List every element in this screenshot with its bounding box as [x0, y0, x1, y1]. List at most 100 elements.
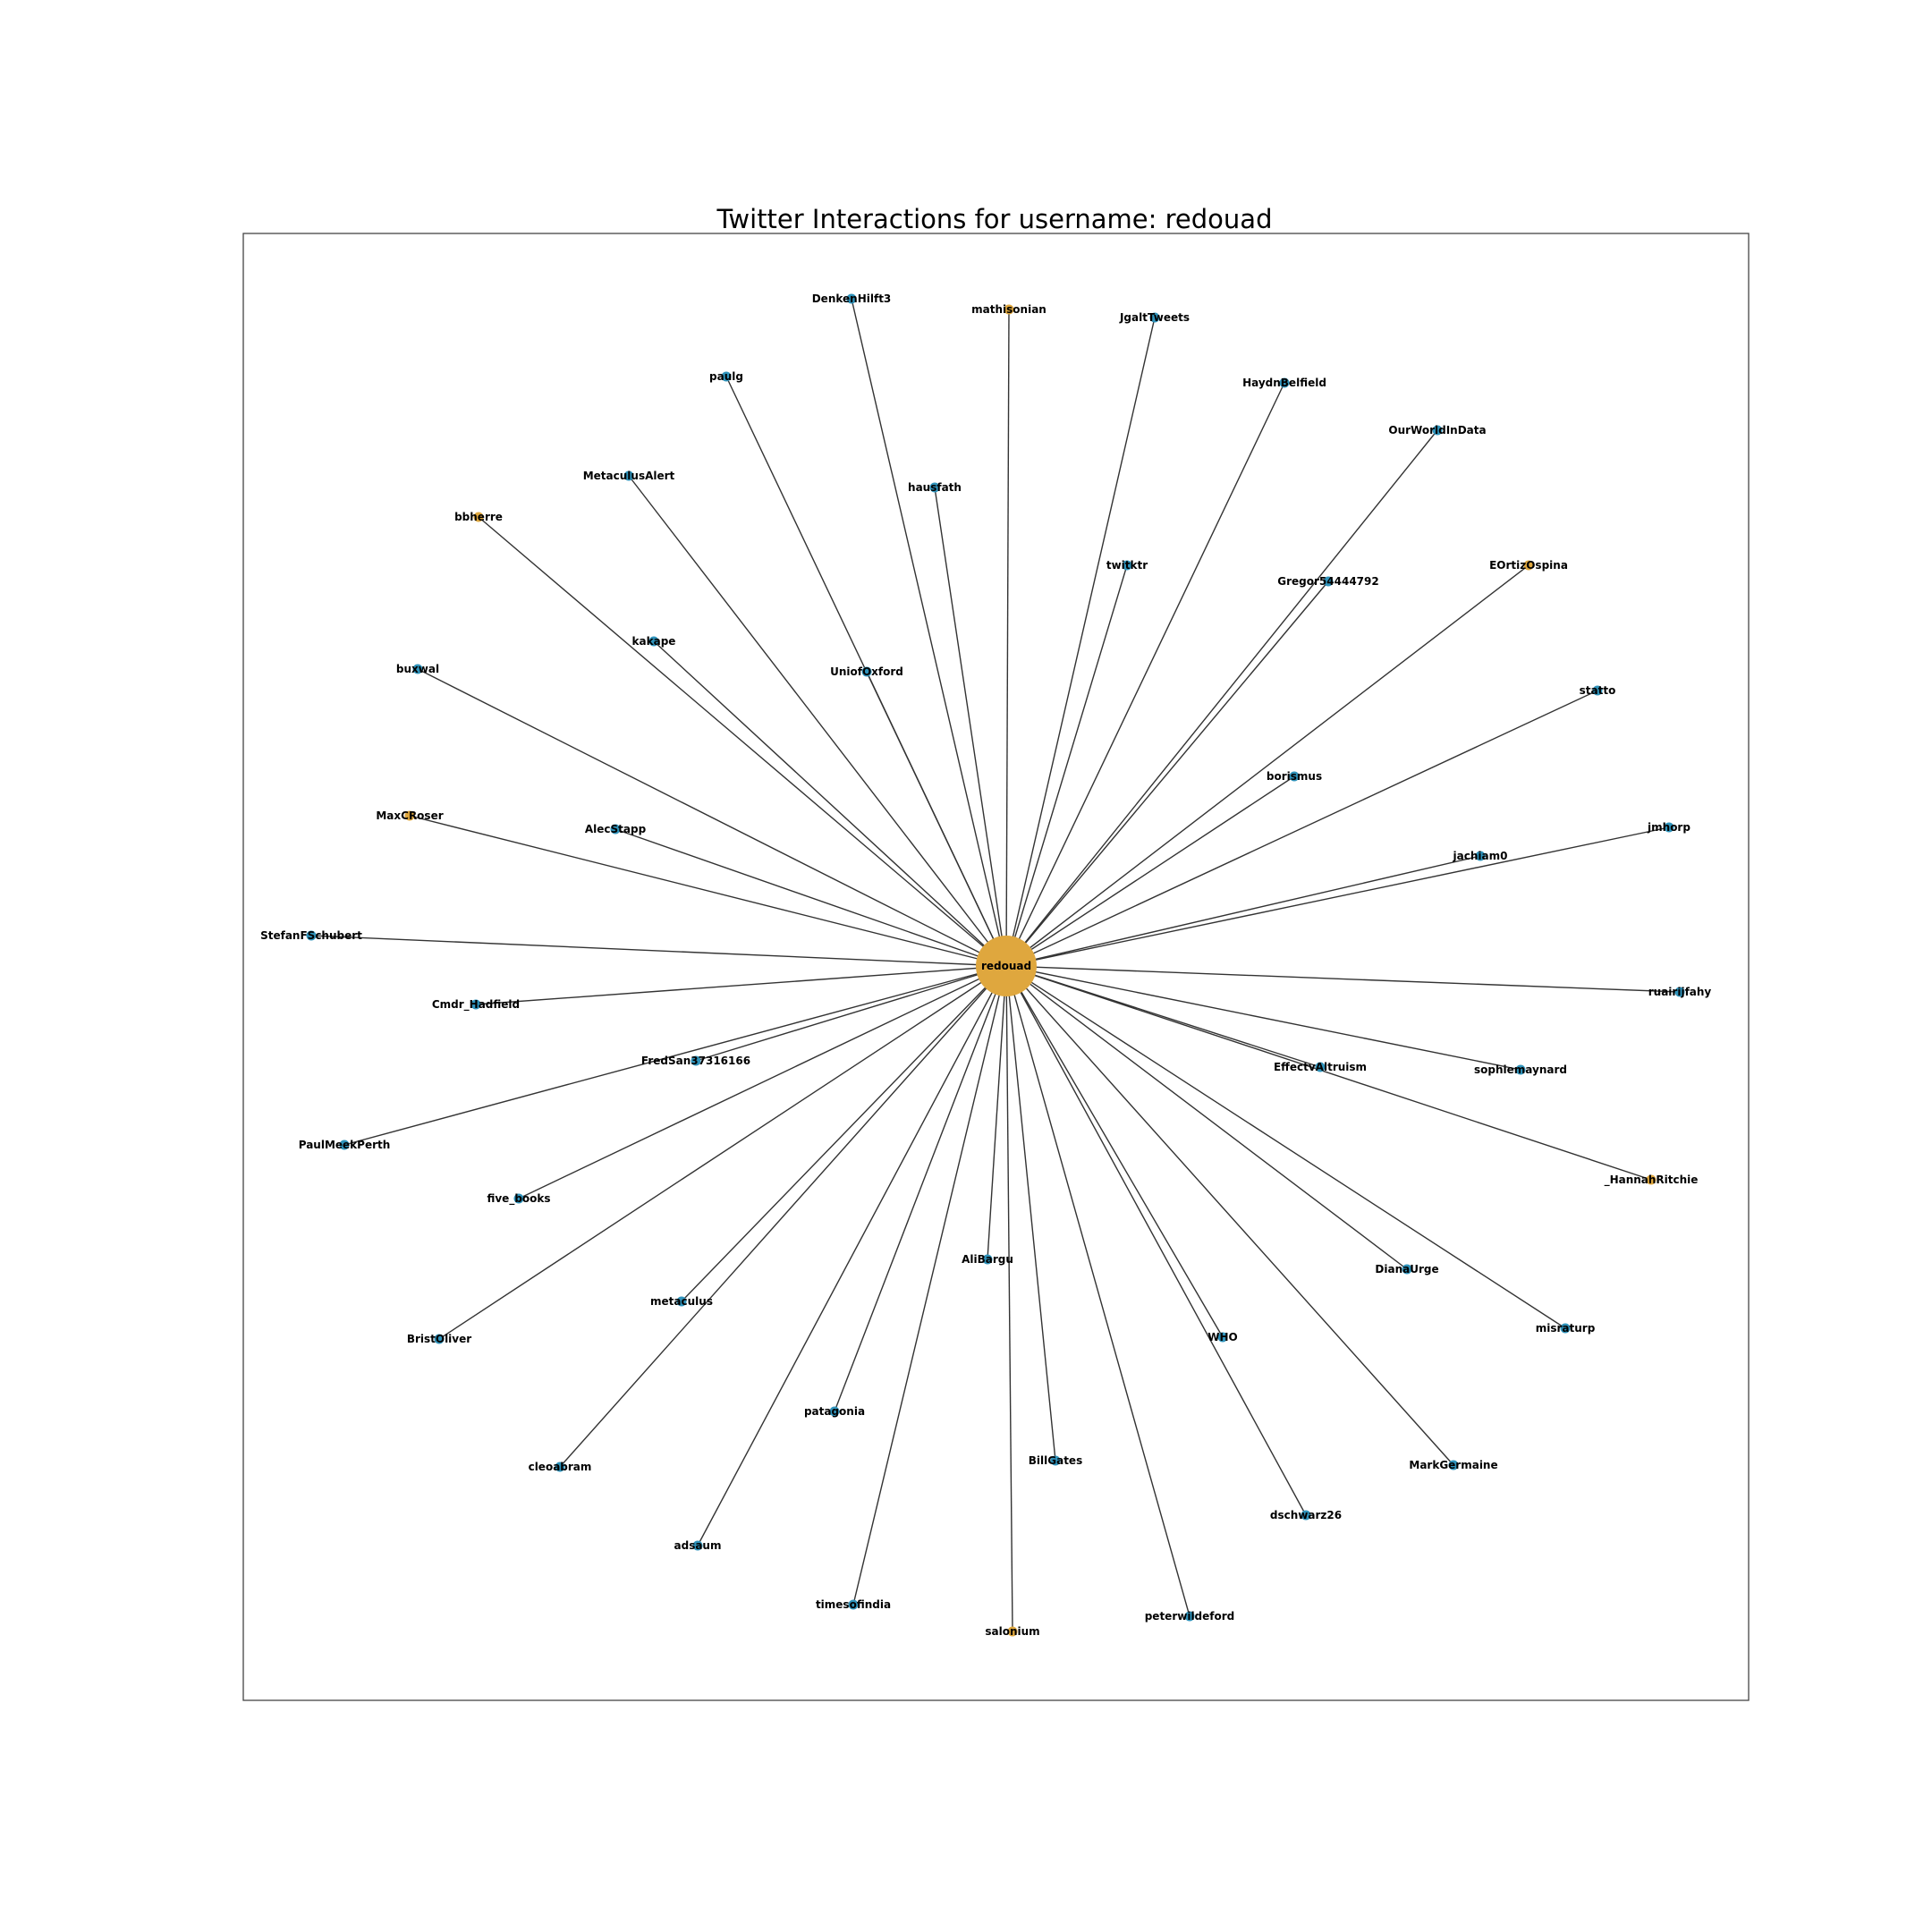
- node-label-misraturp: misraturp: [1536, 1322, 1596, 1335]
- node-bristoliver[interactable]: BristOliver: [407, 1333, 471, 1345]
- node-ourworldindata[interactable]: OurWorldInData: [1388, 424, 1486, 436]
- node-dot-misraturp[interactable]: [1560, 1323, 1571, 1334]
- node-label-hausfath: hausfath: [908, 481, 962, 494]
- node-dot-twitktr[interactable]: [1122, 560, 1132, 571]
- node-dot-jmhorp[interactable]: [1664, 822, 1674, 833]
- node-dot-jachiam0[interactable]: [1475, 851, 1486, 861]
- node-mathisonian[interactable]: mathisonian: [971, 303, 1046, 316]
- node-dot-denkenhilft3[interactable]: [846, 293, 857, 304]
- node-gregor54444792[interactable]: Gregor54444792: [1277, 575, 1378, 588]
- node-dot-ruairijfahy[interactable]: [1674, 987, 1685, 997]
- node-stefanfschubert[interactable]: StefanFSchubert: [260, 929, 362, 942]
- node-dot-uniofoxford[interactable]: [861, 666, 872, 677]
- node-effectvaltruism[interactable]: EffectvAltruism: [1274, 1061, 1367, 1073]
- node-dot-who[interactable]: [1217, 1332, 1228, 1343]
- node-metaculus[interactable]: metaculus: [650, 1295, 713, 1308]
- node-dot-gregor54444792[interactable]: [1323, 576, 1334, 587]
- node-dot-alecstapp[interactable]: [610, 824, 621, 835]
- node-label-ruairijfahy: ruairijfahy: [1648, 986, 1712, 998]
- node-patagonia[interactable]: patagonia: [804, 1405, 865, 1418]
- node-sophiemaynard[interactable]: sophiemaynard: [1474, 1063, 1567, 1076]
- node-dot-jgalttweets[interactable]: [1149, 312, 1160, 323]
- node-dot-mathisonian[interactable]: [1004, 304, 1014, 315]
- node-dot-stefanfschubert[interactable]: [306, 930, 317, 941]
- node-peterwildeford[interactable]: peterwildeford: [1145, 1610, 1235, 1623]
- node-dot-bristoliver[interactable]: [434, 1334, 445, 1344]
- node-jgalttweets[interactable]: JgaltTweets: [1119, 311, 1190, 324]
- node-alecstapp[interactable]: AlecStapp: [585, 823, 647, 835]
- node-metaculusalert[interactable]: MetaculusAlert: [583, 470, 675, 482]
- node-billgates[interactable]: BillGates: [1029, 1454, 1082, 1467]
- node-dot-sophiemaynard[interactable]: [1515, 1064, 1526, 1075]
- node-twitktr[interactable]: twitktr: [1106, 559, 1148, 572]
- node-dot-eortizospina[interactable]: [1523, 560, 1534, 571]
- node-jmhorp[interactable]: jmhorp: [1647, 821, 1690, 834]
- node-dot-peterwildeford[interactable]: [1184, 1611, 1195, 1622]
- edge-cmdr-hadfield: [475, 965, 1007, 1005]
- node-dot-adsaum[interactable]: [692, 1540, 703, 1551]
- node-who[interactable]: WHO: [1208, 1331, 1237, 1343]
- node-dot-dschwarz26[interactable]: [1301, 1510, 1311, 1521]
- node-dot-timesofindia[interactable]: [848, 1599, 859, 1610]
- node-cmdr-hadfield[interactable]: Cmdr_Hadfield: [432, 998, 520, 1012]
- node-statto[interactable]: statto: [1580, 684, 1616, 697]
- center-node[interactable]: redouad: [976, 936, 1037, 996]
- node-kakape[interactable]: kakape: [632, 635, 676, 648]
- node-dot-borismus[interactable]: [1289, 771, 1300, 782]
- node-dot-paulmeekperth[interactable]: [339, 1140, 350, 1150]
- node-dot-buxwal[interactable]: [412, 664, 423, 674]
- node-dot-ourworldindata[interactable]: [1432, 425, 1443, 436]
- node-maxcroser[interactable]: MaxCRoser: [376, 809, 443, 822]
- node-denkenhilft3[interactable]: DenkenHilft3: [812, 292, 892, 305]
- node-dianaurge[interactable]: DianaUrge: [1375, 1263, 1438, 1275]
- node-dot-fredsan37316166[interactable]: [691, 1055, 701, 1066]
- node-dot-markgermaine[interactable]: [1448, 1460, 1459, 1470]
- node-bbherre[interactable]: bbherre: [454, 511, 503, 523]
- node-dot-hannahritchie[interactable]: [1646, 1174, 1657, 1185]
- node-fredsan37316166[interactable]: FredSan37316166: [641, 1055, 750, 1067]
- node-timesofindia[interactable]: timesofindia: [816, 1598, 891, 1611]
- node-salonium[interactable]: salonium: [985, 1625, 1039, 1638]
- node-dot-alibargu[interactable]: [982, 1254, 993, 1265]
- node-label-fredsan37316166: FredSan37316166: [641, 1055, 750, 1067]
- node-buxwal[interactable]: buxwal: [396, 663, 439, 675]
- node-hannahritchie[interactable]: _HannahRitchie: [1605, 1174, 1699, 1187]
- node-dot-cleoabram[interactable]: [555, 1462, 565, 1472]
- node-dot-five-books[interactable]: [513, 1193, 524, 1204]
- node-dot-bbherre[interactable]: [473, 512, 484, 522]
- node-dot-dianaurge[interactable]: [1402, 1264, 1412, 1275]
- node-dot-metaculus[interactable]: [676, 1296, 687, 1307]
- node-dschwarz26[interactable]: dschwarz26: [1270, 1509, 1342, 1521]
- node-dot-maxcroser[interactable]: [404, 810, 415, 821]
- node-markgermaine[interactable]: MarkGermaine: [1409, 1459, 1497, 1471]
- node-five-books[interactable]: five_books: [487, 1192, 550, 1206]
- node-dot-effectvaltruism[interactable]: [1315, 1062, 1326, 1072]
- node-dot-haydnbelfield[interactable]: [1279, 377, 1290, 388]
- node-adsaum[interactable]: adsaum: [674, 1539, 722, 1552]
- node-paulg[interactable]: paulg: [709, 370, 743, 383]
- edge-alibargu: [987, 965, 1007, 1260]
- edge-cleoabram: [559, 965, 1007, 1468]
- node-paulmeekperth[interactable]: PaulMeekPerth: [299, 1139, 391, 1151]
- node-hausfath[interactable]: hausfath: [908, 481, 962, 494]
- node-dot-billgates[interactable]: [1050, 1455, 1061, 1466]
- node-jachiam0[interactable]: jachiam0: [1453, 850, 1508, 862]
- node-dot-paulg[interactable]: [721, 371, 732, 382]
- edge-paulmeekperth: [343, 965, 1007, 1146]
- node-uniofoxford[interactable]: UniofOxford: [830, 665, 903, 678]
- node-dot-cmdr-hadfield[interactable]: [470, 999, 481, 1010]
- node-cleoabram[interactable]: cleoabram: [529, 1461, 592, 1473]
- node-eortizospina[interactable]: EOrtizOspina: [1489, 559, 1568, 572]
- node-dot-hausfath[interactable]: [929, 482, 940, 493]
- node-dot-statto[interactable]: [1592, 685, 1603, 696]
- node-dot-salonium[interactable]: [1007, 1626, 1018, 1637]
- node-borismus[interactable]: borismus: [1267, 770, 1322, 783]
- node-alibargu[interactable]: AliBargu: [962, 1253, 1013, 1266]
- center-node-circle[interactable]: [976, 936, 1037, 996]
- node-misraturp[interactable]: misraturp: [1536, 1322, 1596, 1335]
- node-dot-metaculusalert[interactable]: [623, 470, 634, 481]
- node-dot-kakape[interactable]: [648, 636, 659, 647]
- node-haydnbelfield[interactable]: HaydnBelfield: [1242, 377, 1326, 389]
- node-ruairijfahy[interactable]: ruairijfahy: [1648, 986, 1712, 998]
- node-dot-patagonia[interactable]: [829, 1406, 840, 1417]
